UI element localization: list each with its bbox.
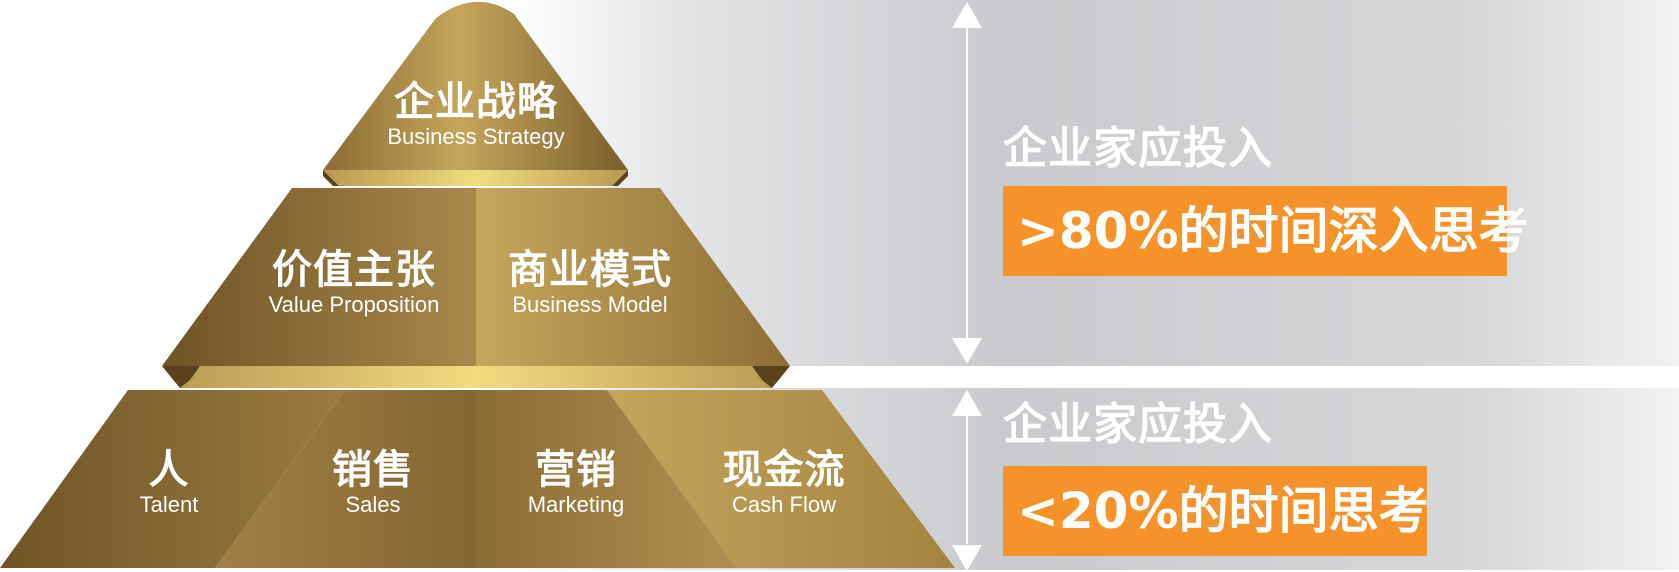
arrow-down-head-lower — [952, 545, 982, 571]
cash-flow-en: Cash Flow — [732, 492, 836, 517]
arrow-down-head-upper — [952, 338, 982, 364]
lower-time-callout: <20%的时间思考 — [1003, 466, 1429, 556]
tier-business-model — [476, 188, 790, 366]
marketing-zh: 营销 — [535, 447, 617, 493]
dimension-line-upper — [966, 26, 968, 340]
business-model-en: Business Model — [512, 292, 668, 317]
marketing-en: Marketing — [527, 492, 625, 517]
cash-flow-zh: 现金流 — [722, 447, 846, 493]
business-model-label: 商业模式 Business Model — [484, 248, 696, 318]
tier-talent — [0, 390, 345, 568]
band-shadow-left — [323, 170, 339, 186]
marketing-label: 营销 Marketing — [510, 448, 642, 518]
sales-en: Sales — [345, 492, 401, 517]
talent-zh: 人 — [148, 447, 190, 493]
lower-invest-label: 企业家应投入 — [1003, 399, 1273, 450]
tier-marketing — [476, 390, 737, 568]
band-shadow-right — [612, 170, 628, 186]
value-proposition-zh: 价值主张 — [272, 247, 436, 293]
strategy-pyramid — [0, 1, 955, 568]
talent-en: Talent — [139, 492, 199, 517]
business-model-zh: 商业模式 — [508, 247, 672, 293]
upper-time-callout: >80%的时间深入思考 — [1003, 186, 1529, 276]
cash-flow-label: 现金流 Cash Flow — [710, 448, 858, 518]
arrow-up-head-lower — [952, 390, 982, 416]
strategy-zh: 企业战略 — [394, 79, 558, 125]
upper-invest-label: 企业家应投入 — [1003, 123, 1273, 174]
band2-shadow-left — [162, 366, 200, 388]
sales-zh: 销售 — [332, 447, 414, 493]
talent-label: 人 Talent — [108, 448, 230, 518]
gold-band-upper — [323, 170, 628, 186]
tier-cash-flow — [607, 390, 955, 568]
value-proposition-label: 价值主张 Value Proposition — [244, 248, 464, 318]
strategy-en: Business Strategy — [387, 124, 565, 149]
tier-value-proposition — [162, 188, 476, 366]
strategy-label: 企业战略 Business Strategy — [368, 80, 584, 150]
arrow-up-head-upper — [952, 2, 982, 28]
dimension-line-lower — [966, 414, 968, 544]
gold-band-lower — [162, 366, 790, 388]
sales-label: 销售 Sales — [312, 448, 434, 518]
tier-sales — [215, 390, 476, 568]
band2-shadow-right — [752, 366, 790, 388]
value-proposition-en: Value Proposition — [268, 292, 440, 317]
tier-strategy — [323, 1, 628, 170]
